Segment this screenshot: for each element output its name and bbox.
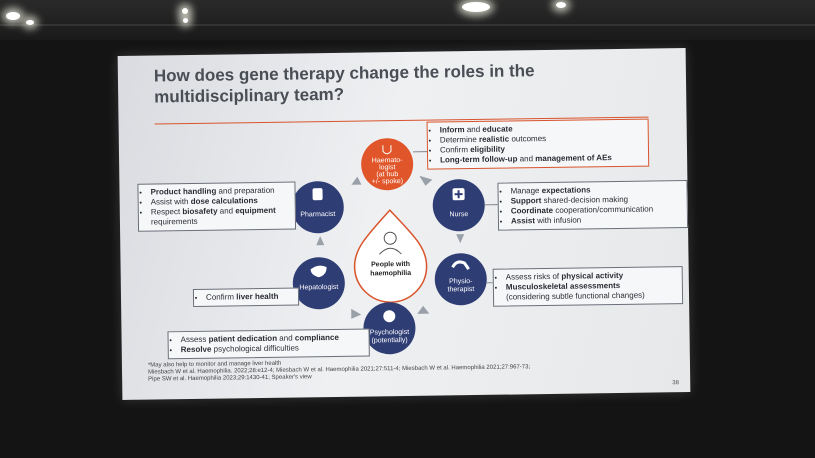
haematologist-label-1: Haemato- [372,157,403,164]
person-body-icon [379,247,402,255]
arrow-pharmacist-to-haematologist [351,176,362,185]
haematologist-label-3: (at hub [376,171,398,178]
ceiling-light [182,8,188,14]
center-label-2: haemophilia [370,270,411,278]
liver-icon [310,265,327,278]
muscle-arm-icon [451,260,470,270]
box-physio-roles: Assess risks of physical activity Muscul… [492,266,684,307]
arrow-nurse-to-physio [456,234,465,244]
role-item: Resolve psychological difficulties [181,343,365,356]
ceiling-light [556,2,566,8]
box-hepatologist-roles: Confirm liver health [192,287,300,307]
physio-label-1: Physio- [449,278,473,285]
slide-page-number: 38 [672,380,679,387]
box-haematologist-roles: Inform and educate Determine realistic o… [426,118,650,170]
psychologist-label-2: (potentially) [371,337,407,345]
box-psychologist-roles: Assess patient dedication and compliance… [167,328,370,360]
drop-shape [353,209,428,303]
pharmacist-circle [291,181,344,234]
role-item: requirements [150,216,198,227]
node-physiotherapist: Physio- therapist [434,253,487,306]
node-haematologist: Haemato- logist (at hub +/- spoke) [361,138,414,191]
physio-circle [434,253,487,306]
haematologist-label-2: logist [379,164,395,171]
ceiling-truss [0,24,815,26]
team-cycle-diagram: People with haemophilia Haemato- logist … [285,138,498,355]
pharmacist-label: Pharmacist [300,211,335,218]
node-nurse: Nurse [432,179,485,232]
ceiling-light [183,18,188,23]
arrow-psychologist-to-hepatologist [351,308,362,319]
role-item: Assist with infusion [511,214,683,226]
person-head-icon [383,231,397,245]
nurse-circle [432,179,485,232]
role-item: Respect biosafety and equipment [151,206,291,218]
box-nurse-roles: Manage expectations Support shared-decis… [497,180,689,231]
node-psychologist: Psychologist (potentially) [363,302,416,355]
center-patient: People with haemophilia [353,209,428,303]
medicine-bottle-icon [312,188,323,201]
nurse-label: Nurse [449,211,468,218]
role-item: Confirm liver health [206,292,294,303]
arrow-hepatologist-to-pharmacist [316,236,325,246]
box-pharmacist-roles: Product handling and preparation Assist … [137,181,297,232]
node-pharmacist: Pharmacist [291,181,344,234]
stethoscope-icon [382,145,392,155]
brain-icon [383,310,396,323]
ceiling-light [462,2,490,12]
psychologist-circle [363,302,416,355]
arrow-physio-to-psychologist [417,305,430,314]
ceiling-light [6,12,20,20]
hepatologist-label: Hepatologist [299,284,338,292]
psychologist-label-1: Psychologist [370,329,409,337]
physio-label-2: therapist [447,286,474,293]
arrow-haematologist-to-nurse [419,175,433,186]
presentation-slide: How does gene therapy change the roles i… [117,48,691,400]
role-item: Long-term follow-up and management of AE… [440,153,644,166]
haematologist-circle [361,138,414,191]
node-hepatologist: Hepatologist [292,257,345,310]
haematologist-label-4: +/- spoke) [372,178,403,185]
ceiling-light [26,20,34,25]
hepatologist-circle [292,257,345,310]
role-item: (considering subtle functional changes) [505,290,645,302]
room-ceiling [0,0,815,40]
center-label-1: People with [371,261,410,269]
